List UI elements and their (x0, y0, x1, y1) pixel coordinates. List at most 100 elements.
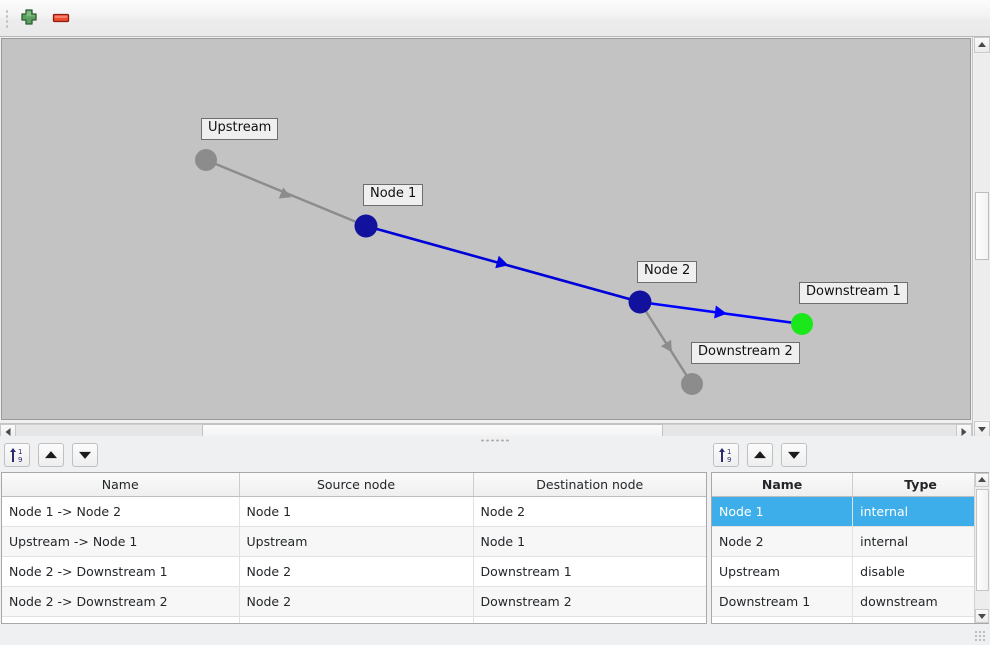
graph-node-downstream2[interactable] (681, 373, 703, 395)
nodes-scroll-up-button[interactable] (975, 473, 989, 487)
graph-node-label-downstream1[interactable]: Downstream 1 (799, 282, 908, 304)
cell-destination: Downstream 1 (473, 556, 706, 587)
graph-node-node1[interactable] (354, 214, 378, 238)
cell-empty (239, 616, 474, 623)
table-row[interactable]: Node 2 internal (712, 526, 988, 557)
graph-node-node2[interactable] (628, 290, 652, 314)
cell-name: Node 1 -> Node 2 (2, 496, 240, 527)
connections-header-row: Name Source node Destination node (2, 473, 706, 497)
nodes-header-type[interactable]: Type (852, 473, 988, 497)
chevron-down-icon (978, 614, 986, 619)
svg-text:1: 1 (18, 448, 22, 456)
svg-text:1: 1 (727, 448, 731, 456)
triangle-up-icon (754, 451, 766, 459)
graph-canvas[interactable]: Upstream Node 1 Node 2 Downstream 1 Down… (1, 38, 971, 420)
nodes-body: Node 1 internal Node 2 internal Upstream… (712, 496, 988, 623)
chevron-up-icon (978, 42, 986, 47)
cell-name: Node 2 (712, 526, 854, 557)
nodes-grid: Name Type Node 1 internal Node 2 interna… (712, 473, 988, 623)
plus-icon (21, 9, 37, 25)
edge-arrow-node1-node2 (495, 255, 509, 269)
table-row[interactable]: Node 2 -> Downstream 2 Node 2 Downstream… (2, 586, 706, 617)
splitter-handle-dots (480, 439, 510, 442)
nodes-sort-button[interactable]: 1 9 (713, 443, 739, 467)
cell-empty (473, 616, 706, 623)
connections-header-name[interactable]: Name (2, 473, 240, 497)
graph-node-label-node2[interactable]: Node 2 (637, 261, 698, 283)
triangle-up-icon (45, 451, 57, 459)
connections-move-down-button[interactable] (72, 443, 98, 467)
table-row[interactable]: Node 1 -> Node 2 Node 1 Node 2 (2, 496, 706, 527)
remove-node-button[interactable] (48, 6, 74, 32)
graph-nodes (195, 149, 813, 395)
add-node-button[interactable] (16, 6, 42, 32)
minus-icon (52, 13, 70, 23)
table-row[interactable]: Upstream -> Node 1 Upstream Node 1 (2, 526, 706, 557)
graph-vscroll-down-button[interactable] (974, 421, 990, 437)
nodes-scroll-thumb[interactable] (976, 489, 989, 591)
cell-destination: Node 2 (473, 496, 706, 527)
graph-node-downstream1[interactable] (791, 313, 813, 335)
table-row[interactable]: Upstream disable (712, 556, 988, 587)
cell-source: Node 2 (239, 556, 474, 587)
nodes-header-name[interactable]: Name (712, 473, 854, 497)
nodes-table[interactable]: Name Type Node 1 internal Node 2 interna… (711, 472, 989, 624)
graph-node-label-upstream[interactable]: Upstream (201, 118, 279, 140)
edge-arrow-upstream-node1 (278, 187, 292, 199)
cell-type: internal (852, 496, 988, 527)
table-row-empty[interactable] (2, 616, 706, 623)
cell-source: Node 2 (239, 586, 474, 617)
cell-empty (852, 616, 988, 623)
pane-splitter[interactable] (0, 436, 990, 445)
cell-destination: Node 1 (473, 526, 706, 557)
chevron-up-icon (978, 477, 986, 482)
nodes-scroll-down-button[interactable] (975, 609, 989, 623)
connections-move-up-button[interactable] (38, 443, 64, 467)
nodes-table-scrollbar[interactable] (974, 473, 989, 623)
cell-name: Node 2 -> Downstream 2 (2, 586, 240, 617)
cell-destination: Downstream 2 (473, 586, 706, 617)
cell-name: Downstream 1 (712, 586, 854, 617)
chevron-left-icon (5, 428, 11, 436)
toolbar-drag-handle[interactable] (5, 9, 10, 29)
graph-vertical-scrollbar[interactable] (972, 37, 990, 437)
graph-vscroll-up-button[interactable] (974, 37, 990, 53)
graph-node-label-node1[interactable]: Node 1 (363, 184, 424, 206)
cell-type: downstream (852, 586, 988, 617)
cell-type: internal (852, 526, 988, 557)
cell-source: Node 1 (239, 496, 474, 527)
sort-ascending-icon: 1 9 (719, 448, 731, 464)
table-row[interactable]: Downstream 1 downstream (712, 586, 988, 617)
chevron-right-icon (961, 428, 967, 436)
nodes-move-down-button[interactable] (781, 443, 807, 467)
cell-empty (2, 616, 240, 623)
chevron-down-icon (978, 427, 986, 432)
cell-type: disable (852, 556, 988, 587)
triangle-down-icon (788, 451, 800, 459)
graph-node-label-downstream2[interactable]: Downstream 2 (691, 342, 800, 364)
connections-sort-button[interactable]: 1 9 (4, 443, 30, 467)
svg-text:9: 9 (727, 456, 731, 464)
sort-ascending-icon: 1 9 (10, 448, 22, 464)
graph-svg (195, 149, 813, 395)
status-strip (0, 626, 990, 645)
table-row[interactable]: Node 1 internal (712, 496, 988, 527)
window-resize-grip[interactable] (974, 630, 987, 643)
cell-name: Node 1 (712, 496, 854, 527)
nodes-move-up-button[interactable] (747, 443, 773, 467)
table-row[interactable]: Node 2 -> Downstream 1 Node 2 Downstream… (2, 556, 706, 587)
nodes-header-row: Name Type (712, 473, 988, 497)
edge-arrow-node2-downstream1 (714, 305, 727, 319)
connections-table[interactable]: Name Source node Destination node Node 1… (1, 472, 707, 624)
connections-header-destination[interactable]: Destination node (473, 473, 706, 497)
connections-header-source[interactable]: Source node (239, 473, 474, 497)
cell-source: Upstream (239, 526, 474, 557)
graph-edges (205, 158, 803, 385)
table-row-empty[interactable] (712, 616, 988, 623)
cell-name: Node 2 -> Downstream 1 (2, 556, 240, 587)
cell-empty (712, 616, 854, 623)
graph-node-upstream[interactable] (195, 149, 217, 171)
graph-vscroll-thumb[interactable] (975, 192, 989, 260)
connections-grid: Name Source node Destination node Node 1… (2, 473, 706, 623)
